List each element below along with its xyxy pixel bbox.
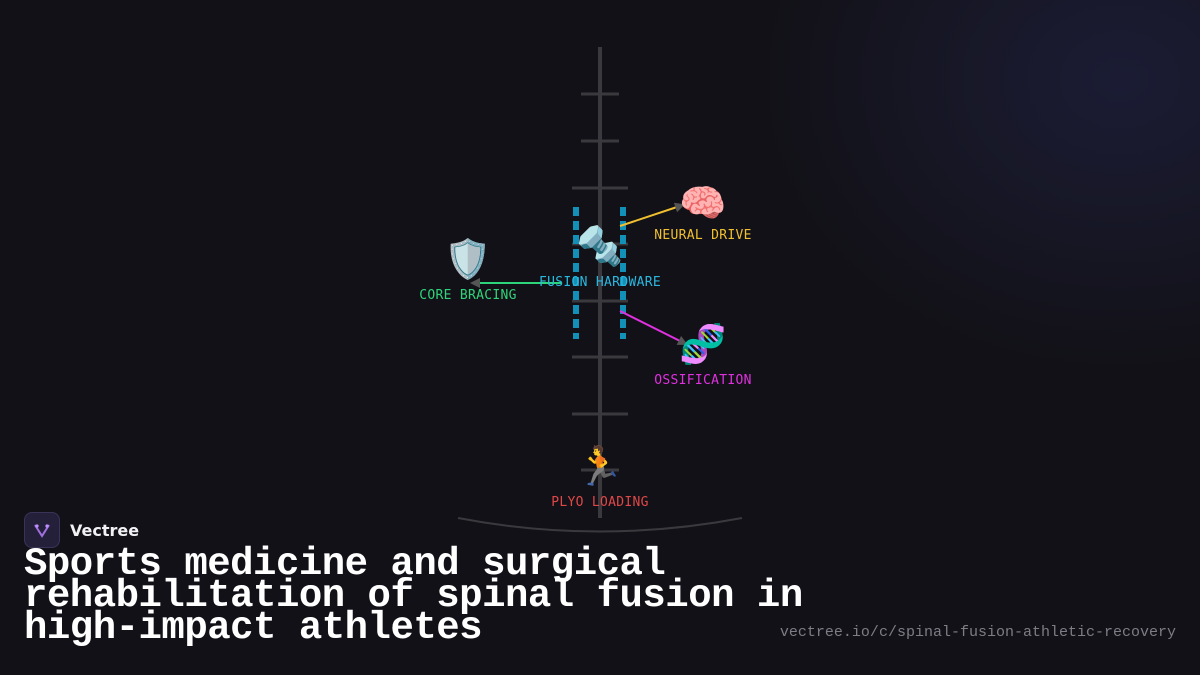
base-arc bbox=[457, 517, 743, 533]
vectree-logo-icon bbox=[24, 512, 60, 548]
ossification-label: OSSIFICATION bbox=[654, 373, 752, 388]
runner-icon: 🏃 bbox=[576, 444, 624, 488]
node-core-bracing: 🛡️ CORE BRACING bbox=[419, 240, 517, 303]
node-fusion-hardware: 🔩 FUSION HARDWARE bbox=[539, 227, 661, 290]
arrow-to-neural-drive bbox=[619, 202, 685, 227]
vertebra-ticks bbox=[572, 92, 628, 472]
arrow-to-ossification bbox=[619, 310, 688, 345]
screw-bolt-icon: 🔩 bbox=[576, 224, 624, 268]
fusion-hardware-label: FUSION HARDWARE bbox=[539, 275, 661, 290]
shield-icon: 🛡️ bbox=[444, 237, 492, 281]
dna-icon: 🧬 bbox=[679, 322, 727, 366]
node-neural-drive: 🧠 NEURAL DRIVE bbox=[654, 184, 752, 243]
node-ossification: 🧬 OSSIFICATION bbox=[654, 325, 752, 388]
plyo-loading-label: PLYO LOADING bbox=[551, 495, 649, 510]
brand[interactable]: Vectree bbox=[24, 512, 139, 548]
neural-drive-label: NEURAL DRIVE bbox=[654, 228, 752, 243]
node-plyo-loading: 🏃 PLYO LOADING bbox=[551, 447, 649, 510]
brain-icon: 🧠 bbox=[679, 181, 727, 225]
page-title: Sports medicine and surgical rehabilitat… bbox=[24, 542, 803, 650]
brand-name: Vectree bbox=[70, 520, 140, 540]
core-bracing-label: CORE BRACING bbox=[419, 288, 517, 303]
source-url[interactable]: vectree.io/c/spinal-fusion-athletic-reco… bbox=[779, 624, 1176, 641]
